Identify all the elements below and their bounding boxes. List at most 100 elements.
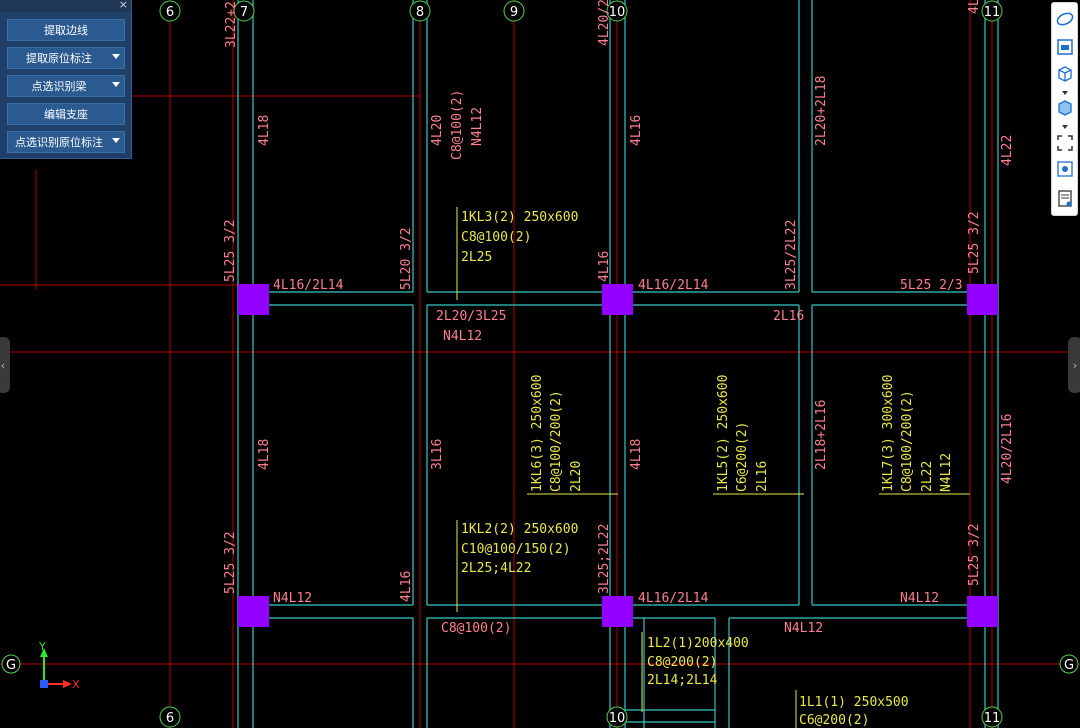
- pink-19: N4L12: [443, 329, 482, 344]
- axis-bottom-bubble: [606, 706, 628, 728]
- axis-top-label: 9: [510, 5, 518, 20]
- annot-l1-l2: C6@200(2): [799, 713, 869, 728]
- leader-lines: [456, 207, 970, 728]
- view-settings-icon[interactable]: [1055, 159, 1075, 179]
- axis-top-label: 11: [984, 5, 1001, 20]
- axis-row-label-right: G: [1064, 658, 1074, 673]
- coord-x-label: X: [72, 678, 80, 691]
- pink-20: 2L16: [773, 309, 804, 324]
- beam-recognition-panel: × 提取边线 提取原位标注 点选识别梁 编辑支座 点选识别原位标注: [0, 0, 132, 159]
- button-label: 编辑支座: [44, 108, 88, 121]
- button-label: 提取边线: [44, 24, 88, 37]
- extract-edge-button[interactable]: 提取边线: [7, 19, 125, 41]
- chevron-down-icon[interactable]: [112, 138, 120, 143]
- pink-31: N4L12: [900, 591, 939, 606]
- pink-16: 5L25 2/3: [900, 278, 963, 293]
- annot-kl3-l2: C8@100(2): [461, 230, 531, 245]
- annot-kl2-l2: C10@100/150(2): [461, 542, 571, 557]
- pink-33: C8@100(2): [441, 621, 511, 636]
- annot-l2-l1: 1L2(1)200x400: [647, 636, 749, 651]
- yellow-annotations-horizontal: 1KL3(2) 250x600 C8@100(2) 2L25 1KL2(2) 2…: [461, 210, 909, 728]
- annot-kl7-l2: C8@100/200(2): [900, 390, 915, 492]
- extract-in-situ-label-button[interactable]: 提取原位标注: [7, 47, 125, 69]
- coordinate-axis-icon: Y X: [38, 640, 80, 691]
- axis-top-bubble: [233, 0, 255, 22]
- chevron-down-icon[interactable]: [1055, 83, 1075, 103]
- pick-recognize-beam-button[interactable]: 点选识别梁: [7, 75, 125, 97]
- column-11-b: [967, 596, 998, 627]
- fullscreen-icon[interactable]: [1055, 133, 1075, 153]
- view-toolbar: [1051, 2, 1078, 216]
- cube-wireframe-icon[interactable]: [1055, 63, 1075, 83]
- cube-solid-icon[interactable]: [1055, 97, 1075, 117]
- pink-10: 5L25 3/2: [223, 219, 238, 282]
- yellow-annotations-vertical: 1KL6(3) 250x600 C8@100/200(2) 2L20 1KL5(…: [530, 375, 954, 492]
- pink-8: 2L20+2L18: [814, 76, 829, 146]
- annot-kl3-l3: 2L25: [461, 250, 492, 265]
- right-collapse-handle[interactable]: ›: [1068, 337, 1080, 393]
- axis-bubbles-bottom: 6 10 11: [159, 706, 1003, 728]
- pick-recognize-in-situ-label-button[interactable]: 点选识别原位标注: [7, 131, 125, 153]
- chevron-down-icon[interactable]: [1055, 117, 1075, 137]
- chevron-down-icon[interactable]: [112, 82, 120, 87]
- orbit-icon[interactable]: [1055, 9, 1075, 29]
- annot-l2-l2: C8@200(2): [647, 655, 717, 670]
- pink-32: 5L25 3/2: [967, 523, 982, 586]
- annot-kl5-l1: 1KL5(2) 250x600: [716, 375, 731, 492]
- edit-support-button[interactable]: 编辑支座: [7, 103, 125, 125]
- pink-23: 4L18: [629, 439, 644, 470]
- annot-kl6-l3: 2L20: [569, 461, 584, 492]
- left-collapse-handle[interactable]: ‹: [0, 337, 10, 393]
- pink-34: N4L12: [784, 621, 823, 636]
- axis-bottom-label: 10: [609, 711, 626, 726]
- axis-top-label: 10: [609, 5, 626, 20]
- close-icon[interactable]: ×: [118, 0, 128, 11]
- annot-kl6-l1: 1KL6(3) 250x600: [530, 375, 545, 492]
- axis-top-label: 8: [416, 5, 424, 20]
- pink-17: 5L25 3/2: [967, 211, 982, 274]
- chevron-left-icon: ‹: [0, 358, 6, 372]
- axis-top-bubble: [409, 0, 431, 22]
- button-label: 点选识别梁: [31, 80, 87, 93]
- pink-18: 2L20/3L25: [436, 309, 506, 324]
- chevron-down-icon[interactable]: [112, 54, 120, 59]
- pink-2: 4L: [967, 0, 982, 14]
- axis-bubble-row: G G: [1, 654, 1079, 674]
- column-11-a: [967, 284, 998, 315]
- axis-bottom-bubble: [159, 706, 181, 728]
- axis-bottom-label: 11: [984, 711, 1001, 726]
- button-label: 点选识别原位标注: [15, 136, 103, 149]
- 3d-view-icon[interactable]: [1055, 37, 1075, 57]
- pink-annotations: 3L22+2L 4L20/2L 4L 4L18 4L20 C8@100(2) N…: [223, 0, 1015, 636]
- pink-26: 5L25 3/2: [223, 531, 238, 594]
- pink-24: 2L18+2L16: [814, 400, 829, 470]
- axis-bottom-label: 6: [166, 711, 174, 726]
- pink-30: 4L16/2L14: [638, 591, 709, 606]
- pink-7: 4L16: [629, 115, 644, 146]
- pink-15: 3L25/2L22: [784, 220, 799, 290]
- pink-29: 3L25;2L22: [597, 524, 612, 594]
- column-10-a: [602, 284, 633, 315]
- axis-top-label: 7: [240, 5, 248, 20]
- pink-28: 4L16: [399, 571, 414, 602]
- annot-kl6-l2: C8@100/200(2): [549, 390, 564, 492]
- annot-kl7-l4: N4L12: [939, 453, 954, 492]
- annot-l2-l3: 2L14;2L14: [647, 673, 718, 688]
- pink-11: 4L16/2L14: [273, 278, 344, 293]
- annot-kl3-l1: 1KL3(2) 250x600: [461, 210, 578, 225]
- annot-l1-l1: 1L1(1) 250x500: [799, 695, 909, 710]
- axis-top-bubble: [159, 0, 181, 22]
- annot-kl2-l1: 1KL2(2) 250x600: [461, 522, 578, 537]
- annot-kl7-l1: 1KL7(3) 300x600: [881, 375, 896, 492]
- document-view-icon[interactable]: [1055, 189, 1075, 209]
- pink-25: 4L20/2L16: [1000, 414, 1015, 484]
- column-10-b: [602, 596, 633, 627]
- axis-row-label-left: G: [6, 658, 16, 673]
- panel-titlebar[interactable]: ×: [0, 0, 131, 12]
- annot-kl5-l3: 2L16: [755, 461, 770, 492]
- chevron-right-icon: ›: [1072, 358, 1078, 372]
- pink-5: C8@100(2): [450, 90, 465, 160]
